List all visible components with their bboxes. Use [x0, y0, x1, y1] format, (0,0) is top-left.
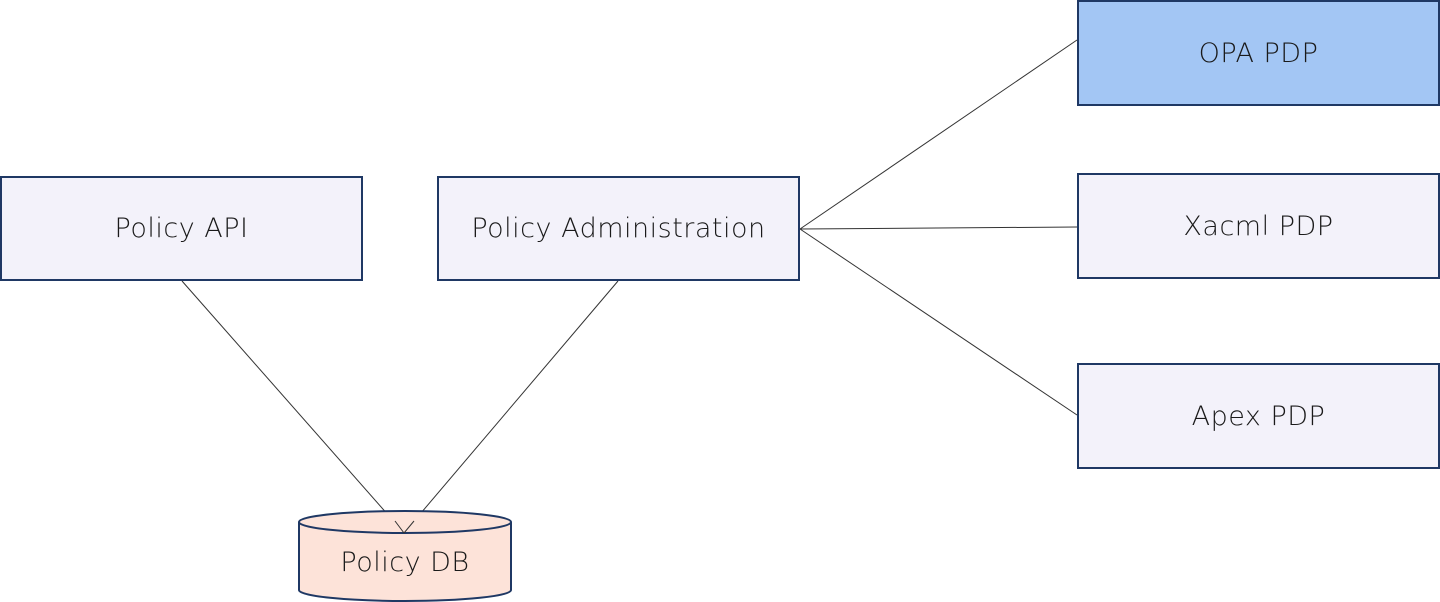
policy-administration-node: Policy Administration	[437, 176, 800, 281]
xacml-pdp-label: Xacml PDP	[1183, 210, 1334, 242]
xacml-pdp-node: Xacml PDP	[1077, 173, 1440, 279]
policy-db-label: Policy DB	[340, 546, 470, 578]
edge-policy-admin-to-policy-db	[403, 280, 619, 534]
policy-administration-label: Policy Administration	[471, 213, 766, 244]
policy-api-label: Policy API	[114, 213, 249, 244]
edge-policy-admin-to-apex-pdp	[799, 228, 1078, 416]
edge-policy-admin-to-xacml-pdp	[799, 226, 1078, 230]
apex-pdp-label: Apex PDP	[1191, 400, 1326, 432]
edge-policy-admin-to-opa-pdp	[799, 39, 1078, 230]
opa-pdp-node: OPA PDP	[1077, 0, 1440, 106]
opa-pdp-label: OPA PDP	[1198, 37, 1319, 69]
apex-pdp-node: Apex PDP	[1077, 363, 1440, 469]
edge-policy-api-to-policy-db	[181, 280, 405, 534]
policy-db-node: Policy DB	[298, 530, 512, 594]
policy-api-node: Policy API	[0, 176, 363, 281]
policy-db-cylinder	[298, 510, 512, 602]
